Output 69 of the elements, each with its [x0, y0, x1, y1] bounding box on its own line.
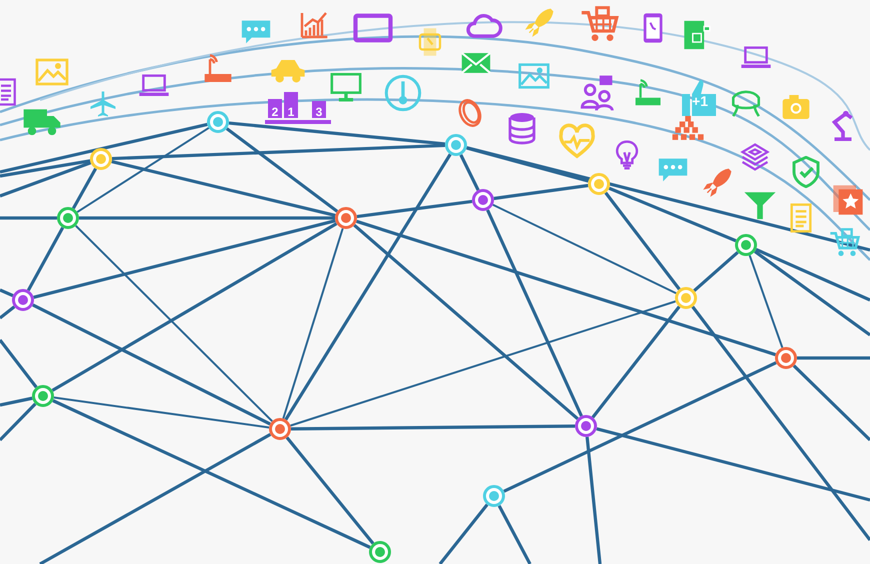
network-node [32, 385, 54, 407]
network-line [459, 154, 480, 191]
network-line [356, 220, 776, 356]
network-line [748, 255, 784, 348]
network-line [290, 424, 576, 430]
network-line [72, 168, 98, 210]
network-line [286, 436, 374, 544]
network-line [596, 427, 870, 502]
network-line [498, 504, 532, 564]
network-line [39, 433, 272, 564]
network-line [26, 226, 64, 292]
network-line [608, 186, 736, 242]
network-line [755, 248, 870, 302]
network-node [575, 415, 597, 437]
network-node [588, 173, 610, 195]
network-node [775, 347, 797, 369]
network-line [52, 399, 371, 549]
network-node [445, 134, 467, 156]
network-line [486, 209, 583, 417]
network-node [207, 111, 229, 133]
network-line [0, 402, 36, 442]
icon-label: 1 [286, 104, 296, 118]
network-line [0, 306, 16, 320]
network-line [797, 356, 870, 360]
network-line [290, 300, 676, 427]
network-line [228, 121, 446, 146]
network-line [604, 192, 681, 290]
network-node [57, 207, 79, 229]
network-line [54, 396, 270, 428]
network-node [335, 207, 357, 229]
network-node [369, 541, 391, 563]
network-line [33, 219, 336, 299]
network-line [503, 361, 777, 493]
network-line [592, 306, 680, 418]
network-node [483, 485, 505, 507]
network-line [356, 200, 472, 218]
network-line [111, 160, 336, 217]
icon-label: 2 [270, 104, 280, 118]
network-line [438, 504, 488, 564]
network-line [0, 122, 208, 174]
network-line [284, 154, 452, 420]
network-node [735, 234, 757, 256]
network-line [466, 146, 870, 252]
network-line [792, 364, 870, 442]
network-line [0, 216, 57, 220]
network-node [269, 418, 291, 440]
icon-label: 3 [314, 104, 324, 118]
network-line [282, 228, 344, 419]
network-node [675, 287, 697, 309]
network-line [79, 216, 335, 220]
network-line [492, 204, 677, 294]
network-line [0, 161, 92, 198]
network-node [472, 189, 494, 211]
network-line [0, 339, 38, 388]
network-line [112, 144, 446, 160]
network-line [693, 251, 739, 292]
network-line [32, 304, 271, 426]
network-line [0, 396, 33, 407]
network-line [226, 127, 338, 213]
network-line [353, 224, 579, 420]
network-line [586, 436, 602, 564]
network-line [494, 184, 588, 200]
network-line [691, 306, 870, 541]
network-node [12, 289, 34, 311]
network-line [75, 225, 273, 422]
network-line [0, 159, 90, 178]
icon-label: +1 [691, 92, 709, 108]
network-node [90, 148, 112, 170]
network-line [0, 288, 14, 298]
